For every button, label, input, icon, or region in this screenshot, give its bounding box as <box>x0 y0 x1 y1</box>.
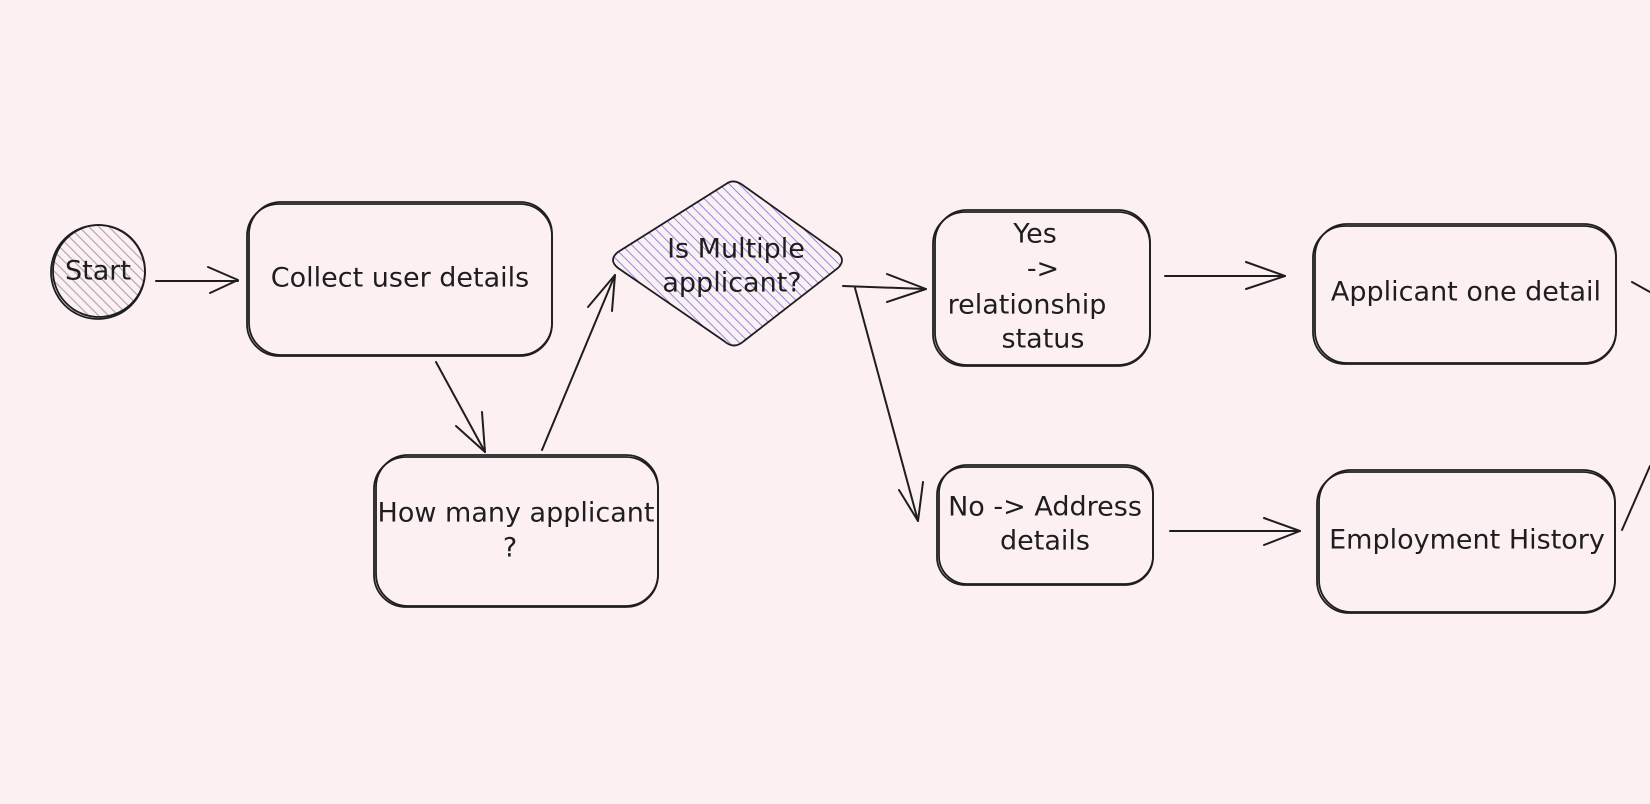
applicant-one-detail-node[interactable]: Applicant one detail <box>1312 223 1617 365</box>
arrow-start-to-collect[interactable] <box>155 266 239 294</box>
arrow-applicant-one-offscreen[interactable] <box>1631 281 1650 293</box>
collect-user-details-label: Collect user details <box>271 263 529 294</box>
decision-outline <box>612 180 843 347</box>
yes-line1: Yes <box>1012 219 1057 250</box>
yes-line4: status <box>1002 324 1085 355</box>
is-multiple-applicant-decision[interactable]: Is Multiple applicant? <box>612 180 843 347</box>
arrow-decision-to-yes[interactable] <box>842 273 927 303</box>
yes-line2: -> <box>1027 254 1059 285</box>
start-node-fill <box>51 225 145 319</box>
employment-history-node[interactable]: Employment History <box>1316 469 1616 614</box>
employment-history-label: Employment History <box>1329 525 1605 556</box>
decision-line1: Is Multiple <box>667 234 805 265</box>
arrow-no-to-employment-head <box>1263 517 1301 546</box>
applicant-one-detail-box-sketch <box>1314 223 1617 364</box>
start-label: Start <box>65 256 131 287</box>
arrow-decision-to-no-head <box>898 481 924 522</box>
how-many-applicant-node[interactable]: How many applicant ? <box>373 454 659 608</box>
arrow-collect-to-how-many-line <box>435 361 486 453</box>
arrow-start-to-collect-head <box>207 266 239 294</box>
yes-line3: relationship <box>948 290 1107 321</box>
arrow-employment-offscreen[interactable] <box>1621 465 1650 531</box>
start-node[interactable]: Start <box>50 224 146 320</box>
decision-fill <box>613 181 842 346</box>
no-line2: details <box>1000 526 1090 557</box>
arrow-no-to-employment[interactable] <box>1169 517 1301 546</box>
arrow-how-many-to-decision-head <box>587 274 616 312</box>
no-line1: No -> Address <box>948 492 1142 523</box>
arrow-decision-to-yes-head <box>886 273 927 303</box>
how-many-applicant-line1: How many applicant <box>378 498 655 529</box>
how-many-applicant-line2: ? <box>503 533 517 564</box>
no-address-details-box-sketch <box>938 464 1154 585</box>
arrow-applicant-one-offscreen-line <box>1631 281 1650 293</box>
yes-relationship-status-box-sketch <box>934 209 1151 366</box>
collect-user-details-box-sketch <box>248 201 553 356</box>
arrow-how-many-to-decision[interactable] <box>541 274 616 451</box>
applicant-one-detail-label: Applicant one detail <box>1331 277 1601 308</box>
employment-history-box-sketch <box>1318 469 1616 613</box>
arrow-yes-to-applicant-one[interactable] <box>1164 261 1286 290</box>
arrow-collect-to-how-many[interactable] <box>435 361 486 453</box>
decision-line2: applicant? <box>662 268 801 299</box>
arrow-employment-offscreen-line <box>1621 465 1650 531</box>
arrow-decision-to-no[interactable] <box>854 287 924 522</box>
yes-relationship-status-node[interactable]: Yes -> relationship status <box>932 209 1151 367</box>
no-address-details-node[interactable]: No -> Address details <box>936 464 1154 586</box>
arrow-decision-to-no-line <box>854 287 919 522</box>
arrow-collect-to-how-many-head <box>455 411 486 453</box>
collect-user-details-node[interactable]: Collect user details <box>246 201 553 357</box>
how-many-applicant-box-sketch <box>375 454 659 607</box>
arrow-decision-to-yes-line <box>842 285 927 290</box>
arrow-yes-to-applicant-one-head <box>1245 261 1286 290</box>
arrow-how-many-to-decision-line <box>541 274 616 451</box>
start-node-outline-sketch <box>52 224 146 318</box>
